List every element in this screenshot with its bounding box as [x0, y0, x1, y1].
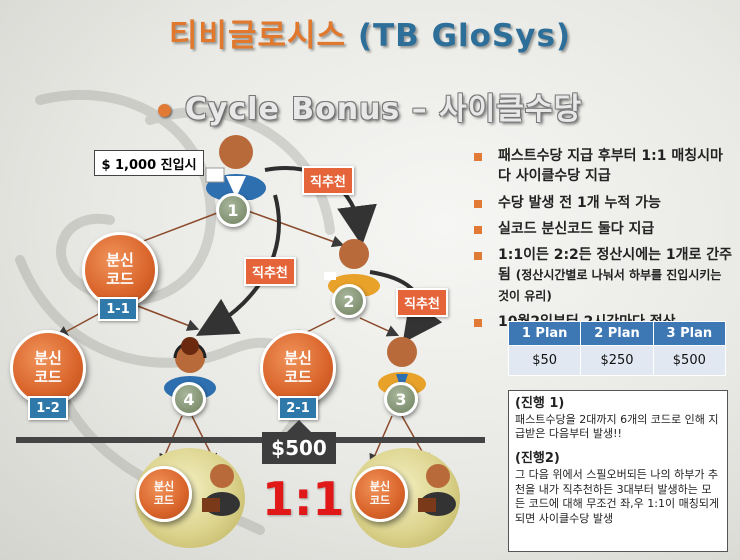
bullet-dot-icon — [157, 104, 171, 117]
node-2: 2 — [332, 284, 366, 318]
briefcase-man-right-icon — [418, 464, 456, 516]
node-4-label: 4 — [183, 389, 195, 409]
branch-label: 분신 — [153, 480, 175, 494]
plan-value: $250 — [580, 345, 654, 376]
right-match-bubble: 분신 코드 — [352, 466, 408, 522]
referral-text: 직추천 — [404, 297, 440, 312]
referral-text: 직추천 — [252, 266, 288, 281]
referral-label-2: 직추천 — [244, 257, 296, 286]
branch-label: 분신 — [106, 251, 134, 270]
left-match-bubble: 분신 코드 — [136, 466, 192, 522]
branch-bubble-2-1: 분신 코드 — [260, 330, 336, 406]
plan-header: 2 Plan — [580, 321, 654, 346]
subtitle-text: Cycle Bonus – 사이클수당 — [184, 92, 583, 127]
rule-text: 1:1이든 2:2든 정산시에는 1개로 간주됨 — [498, 247, 732, 284]
branch-label: 코드 — [34, 368, 62, 386]
rule-item: 패스트수당 지급 후부터 1:1 매칭시마다 사이클수당 지급 — [472, 146, 734, 187]
node-4: 4 — [172, 382, 206, 416]
plan-header: 1 Plan — [507, 321, 582, 346]
plan-table: 1 Plan 2 Plan 3 Plan $50 $250 $500 — [507, 321, 727, 376]
plan-value: $500 — [652, 345, 727, 376]
entry-amount-box: $ 1,000 진입시 — [94, 150, 204, 176]
balance-price-tag: $500 — [262, 420, 336, 464]
rule-subnote: (정산시간별로 나눠서 하부를 진입시키는 것이 유리) — [498, 268, 722, 303]
branch-code-label: 2-1 — [286, 400, 310, 416]
note-heading-2: (진행2) — [515, 451, 560, 467]
rule-item: 1:1이든 2:2든 정산시에는 1개로 간주됨 (정산시간별로 나눠서 하부를… — [472, 245, 734, 306]
note-paragraph-2: 그 다음 위에서 스필오버되든 나의 하부가 추천을 내가 직추천하든 3대부터… — [515, 467, 720, 526]
rules-list: 패스트수당 지급 후부터 1:1 매칭시마다 사이클수당 지급 수당 발생 전 … — [472, 146, 734, 338]
branch-code-label: 1-1 — [106, 301, 130, 317]
entry-label: $ 1,000 진입시 — [101, 157, 197, 173]
branch-label: 분신 — [284, 349, 312, 368]
branch-label: 코드 — [369, 494, 391, 507]
title-korean: 티비글로시스 — [168, 18, 347, 54]
plan-header: 3 Plan — [652, 321, 727, 346]
node-3-label: 3 — [395, 389, 407, 409]
progress-note-box: (진행 1) 패스트수당을 2대까지 6개의 코드로 인해 지급받은 다음부터 … — [508, 390, 728, 552]
node-3: 3 — [384, 382, 418, 416]
branch-code-1-1: 1-1 — [98, 297, 138, 321]
branch-code-label: 1-2 — [36, 400, 60, 416]
branch-code-2-1: 2-1 — [278, 396, 318, 420]
branch-label: 분신 — [369, 480, 391, 494]
node-1: 1 — [216, 193, 250, 227]
referral-text: 직추천 — [310, 175, 346, 190]
plan-value-row: $50 $250 $500 — [507, 345, 727, 376]
referral-label-1: 직추천 — [302, 166, 354, 195]
referral-label-3: 직추천 — [396, 288, 448, 317]
branch-bubble-1-1: 분신 코드 — [82, 232, 158, 308]
branch-label: 코드 — [106, 270, 134, 288]
branch-label: 분신 — [34, 349, 62, 368]
rule-item: 실코드 분신코드 둘다 지급 — [472, 219, 734, 239]
node-1-label: 1 — [227, 200, 239, 220]
page-title: 티비글로시스 (TB GloSys) — [0, 10, 740, 55]
branch-label: 코드 — [153, 494, 175, 507]
rule-item: 수당 발생 전 1개 누적 가능 — [472, 193, 734, 213]
slide-subtitle: Cycle Bonus – 사이클수당 — [0, 84, 740, 128]
branch-bubble-1-2: 분신 코드 — [10, 330, 86, 406]
balance-amount: $500 — [271, 436, 327, 460]
note-heading-1: (진행 1) — [515, 396, 565, 411]
plan-header-row: 1 Plan 2 Plan 3 Plan — [507, 321, 727, 346]
businessman-top-icon — [205, 135, 266, 200]
branch-label: 코드 — [284, 368, 312, 386]
branch-code-1-2: 1-2 — [28, 396, 68, 420]
note-paragraph-1: 패스트수당을 2대까지 6개의 코드로 인해 지급받은 다음부터 발생!! — [515, 412, 719, 441]
title-english: (TB GloSys) — [357, 18, 572, 54]
plan-value: $50 — [507, 345, 582, 376]
match-ratio: 1:1 — [262, 472, 345, 526]
briefcase-man-left-icon — [202, 464, 240, 516]
node-2-label: 2 — [343, 291, 355, 311]
